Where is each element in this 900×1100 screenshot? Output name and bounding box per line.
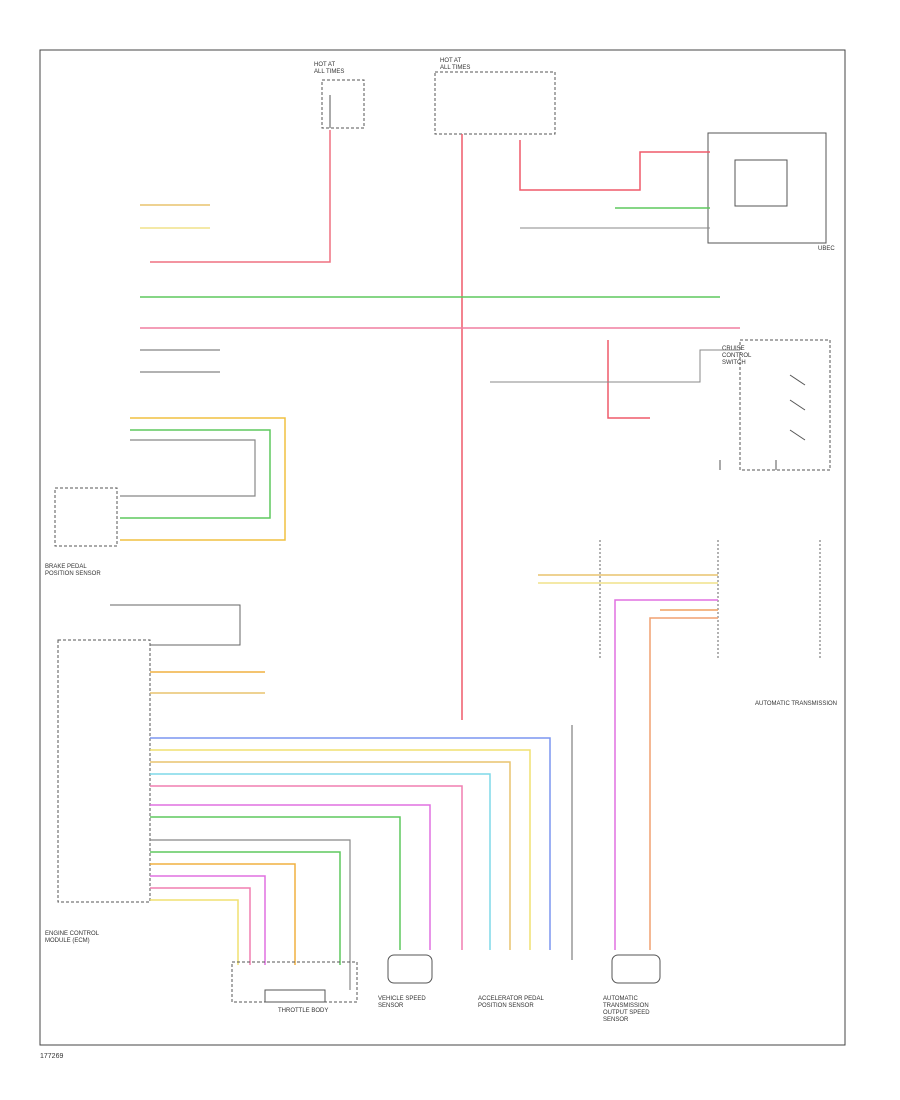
wire-vss-green — [150, 816, 401, 950]
wire-tb-violet — [150, 875, 266, 965]
throttle-body: THROTTLE BODY — [231, 961, 358, 1014]
wire-bundle-blue — [150, 737, 551, 950]
svg-text:VEHICLE SPEED: VEHICLE SPEED — [378, 996, 426, 1002]
ground-symbol — [719, 460, 777, 470]
wire-bundle-cyan — [150, 773, 491, 950]
svg-text:THROTTLE BODY: THROTTLE BODY — [278, 1008, 328, 1014]
svg-text:CONTROL: CONTROL — [722, 353, 752, 359]
svg-text:HOT AT: HOT AT — [440, 58, 461, 64]
svg-text:UBEC: UBEC — [818, 246, 835, 252]
vehicle-speed-sensor: VEHICLE SPEED SENSOR — [378, 954, 433, 1009]
wire-brake-green — [120, 429, 271, 519]
wire-vss-violet — [150, 804, 431, 950]
wire-red-left — [150, 130, 331, 263]
svg-text:MODULE (ECM): MODULE (ECM) — [45, 938, 90, 944]
svg-text:BRAKE PEDAL: BRAKE PEDAL — [45, 564, 87, 570]
cruise-control-switch: CRUISE CONTROL SWITCH — [722, 339, 831, 471]
wire-red-right — [519, 140, 710, 191]
diagram-frame — [39, 49, 846, 1046]
ecm-module: ENGINE CONTROL MODULE (ECM) — [45, 604, 241, 944]
brake-pedal-sensor: BRAKE PEDAL POSITION SENSOR — [45, 487, 118, 577]
wire-tb-green — [150, 851, 341, 965]
svg-text:SENSOR: SENSOR — [603, 1017, 629, 1023]
wire-bundle-pink — [150, 785, 463, 950]
svg-text:SWITCH: SWITCH — [722, 360, 746, 366]
svg-text:TRANSMISSION: TRANSMISSION — [603, 1003, 649, 1009]
wire-brake-yellow — [120, 417, 286, 541]
wire-bundle-tan — [150, 761, 511, 950]
svg-text:AUTOMATIC: AUTOMATIC — [603, 996, 638, 1002]
svg-text:AUTOMATIC TRANSMISSION: AUTOMATIC TRANSMISSION — [755, 701, 837, 707]
wire-output-violet — [614, 599, 718, 950]
wire-red-cruise — [607, 340, 650, 419]
svg-text:ALL TIMES: ALL TIMES — [440, 65, 470, 71]
svg-text:POSITION SENSOR: POSITION SENSOR — [45, 571, 101, 577]
footer-code: 177269 — [40, 1053, 63, 1060]
svg-text:HOT AT: HOT AT — [314, 62, 335, 68]
svg-text:ALL TIMES: ALL TIMES — [314, 69, 344, 75]
wire-tb-yellow — [150, 899, 239, 965]
wire-tb-orange — [150, 863, 296, 965]
svg-text:OUTPUT SPEED: OUTPUT SPEED — [603, 1010, 650, 1016]
top-fuse-block-center: HOT AT ALL TIMES — [434, 58, 556, 135]
wire-tb-gray — [150, 839, 351, 990]
top-fuse-block-left: HOT AT ALL TIMES — [314, 62, 365, 129]
wire-tb-pink — [150, 887, 251, 965]
auto-trans-connector: AUTOMATIC TRANSMISSION — [599, 540, 837, 707]
wire-bundle-yellow — [150, 749, 531, 950]
svg-text:ACCELERATOR PEDAL: ACCELERATOR PEDAL — [478, 996, 544, 1002]
accelerator-pedal-sensor: ACCELERATOR PEDAL POSITION SENSOR — [478, 996, 544, 1009]
svg-text:CRUISE: CRUISE — [722, 346, 745, 352]
wire-gray-3 — [490, 349, 740, 383]
output-speed-sensor: AUTOMATIC TRANSMISSION OUTPUT SPEED SENS… — [603, 954, 661, 1023]
wire-brake-gray — [120, 439, 256, 497]
svg-text:SENSOR: SENSOR — [378, 1003, 404, 1009]
top-right-module: UBEC — [707, 132, 835, 252]
svg-text:POSITION SENSOR: POSITION SENSOR — [478, 1003, 534, 1009]
wire-output-orange — [649, 617, 718, 950]
svg-text:ENGINE CONTROL: ENGINE CONTROL — [45, 931, 100, 937]
